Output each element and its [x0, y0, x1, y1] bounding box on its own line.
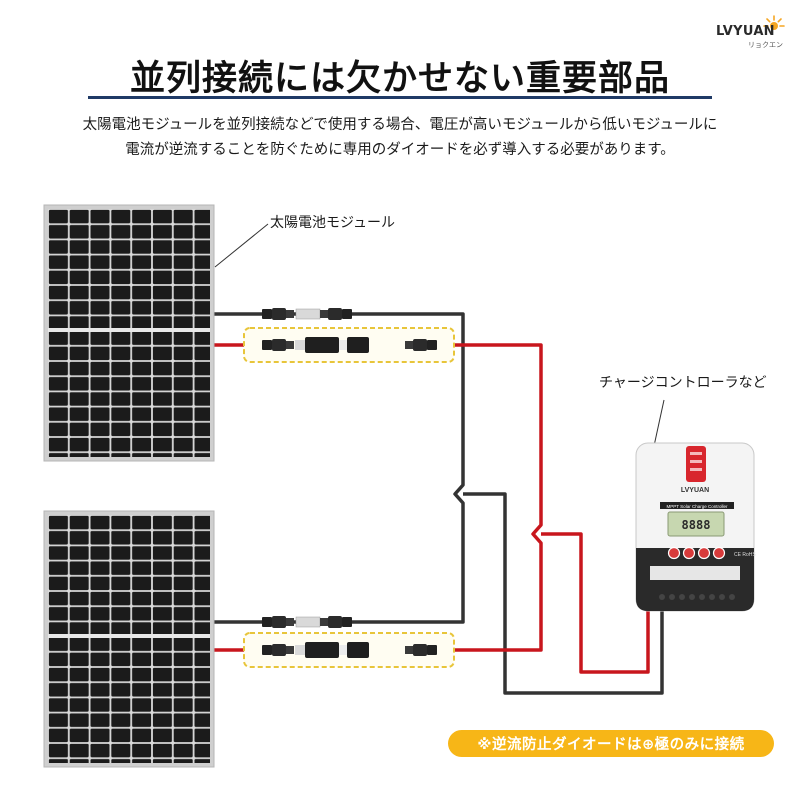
charge-controller-label: チャージコントローラなど: [599, 375, 767, 391]
description-line-2: 電流が逆流することを防ぐために専用のダイオードを必ず導入する必要があります。: [125, 142, 675, 158]
brand-name: LVYUAN: [716, 24, 775, 39]
page-title: 並列接続には欠かせない重要部品: [129, 59, 670, 99]
controller-model-line: MPPT Solar Charge Controller: [667, 504, 728, 509]
controller-cert-badges: CE RoHS: [734, 552, 756, 558]
charge-controller: LVYUAN MPPT Solar Charge Controller 8888…: [635, 399, 756, 612]
mc4-connector-negative-top: [262, 308, 352, 320]
positive-wires: [213, 343, 650, 674]
panel-label-leader: [214, 223, 269, 268]
diode-connector-top: [262, 337, 437, 353]
brand-logo: [716, 14, 794, 54]
note-badge: ※逆流防止ダイオードは⊕極のみに接続: [448, 730, 774, 757]
brand-subtitle: リョクエン: [748, 41, 783, 49]
sun-logo-icon: [763, 15, 785, 30]
connectors-bottom: [243, 616, 455, 668]
negative-wire-parallel: [213, 312, 465, 624]
controller-lcd: [667, 511, 725, 537]
title-underline: [88, 96, 712, 99]
solar-panel-top: [43, 204, 269, 462]
positive-wire-to-controller: [541, 532, 650, 674]
solar-panel-bottom: [43, 510, 215, 768]
negative-wire-to-controller: [463, 492, 664, 695]
description: 太陽電池モジュールを並列接続などで使用する場合、電圧が高いモジュールから低いモジ…: [30, 113, 770, 163]
controller-brand: LVYUAN: [681, 487, 709, 494]
diode-connector-bottom: [262, 642, 437, 658]
mc4-connector-negative-bottom: [262, 616, 352, 628]
positive-wire-parallel: [213, 343, 543, 652]
controller-buttons: [667, 546, 726, 560]
connectors-top: [243, 308, 455, 363]
solar-module-label: 太陽電池モジュール: [270, 215, 396, 231]
negative-wires: [213, 312, 664, 695]
controller-lcd-digits: 8888: [682, 518, 711, 532]
controller-label-leader: [653, 399, 665, 447]
description-line-1: 太陽電池モジュールを並列接続などで使用する場合、電圧が高いモジュールから低いモジ…: [82, 117, 718, 133]
controller-terminals: [659, 594, 735, 600]
